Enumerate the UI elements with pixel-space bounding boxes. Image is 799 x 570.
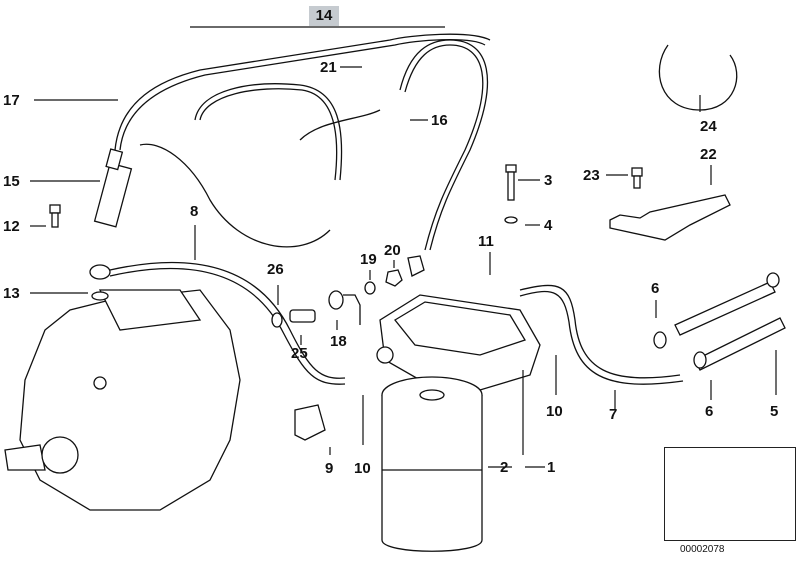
part-label-9[interactable]: 9 bbox=[325, 460, 334, 477]
part-label-3[interactable]: 3 bbox=[544, 172, 553, 189]
bracket bbox=[609, 167, 731, 241]
part-label-11[interactable]: 11 bbox=[478, 233, 494, 250]
part-label-15[interactable]: 15 bbox=[3, 173, 20, 190]
part-label-10-left[interactable]: 10 bbox=[354, 460, 371, 477]
fuel-filter-cartridge bbox=[381, 376, 483, 552]
part-label-22[interactable]: 22 bbox=[700, 146, 717, 163]
part-label-20[interactable]: 20 bbox=[384, 242, 401, 259]
part-label-6-upper[interactable]: 6 bbox=[651, 280, 660, 297]
banjo-bolt bbox=[49, 204, 111, 301]
clamp-clip bbox=[294, 404, 326, 441]
injection-lines bbox=[114, 33, 491, 251]
part-label-18[interactable]: 18 bbox=[330, 333, 347, 350]
part-label-1[interactable]: 1 bbox=[547, 459, 556, 476]
part-label-10-right[interactable]: 10 bbox=[546, 403, 563, 420]
leak-off-line bbox=[109, 261, 346, 379]
part-label-6-lower[interactable]: 6 bbox=[705, 403, 714, 420]
fuel-filter-housing bbox=[376, 294, 541, 391]
part-label-13[interactable]: 13 bbox=[3, 285, 20, 302]
return-line bbox=[519, 284, 681, 379]
vehicle-locator-inset bbox=[664, 447, 796, 541]
part-label-24[interactable]: 24 bbox=[700, 118, 717, 135]
fittings bbox=[271, 255, 425, 328]
hoses bbox=[653, 272, 786, 371]
part-label-12[interactable]: 12 bbox=[3, 218, 20, 235]
part-label-23[interactable]: 23 bbox=[583, 167, 600, 184]
leader-lines bbox=[30, 66, 777, 468]
part-label-17[interactable]: 17 bbox=[3, 92, 20, 109]
part-label-8[interactable]: 8 bbox=[190, 203, 199, 220]
part-label-16[interactable]: 16 bbox=[431, 112, 448, 129]
part-label-7[interactable]: 7 bbox=[609, 406, 618, 423]
part-label-21[interactable]: 21 bbox=[320, 59, 337, 76]
part-label-5[interactable]: 5 bbox=[770, 403, 779, 420]
part-label-26[interactable]: 26 bbox=[267, 261, 284, 278]
diagram-title-number: 14 bbox=[309, 6, 339, 26]
injection-pump bbox=[4, 289, 241, 511]
part-label-2[interactable]: 2 bbox=[500, 459, 509, 476]
injector bbox=[93, 148, 133, 228]
part-label-19[interactable]: 19 bbox=[360, 251, 377, 268]
part-label-4[interactable]: 4 bbox=[544, 217, 553, 234]
image-code: 00002078 bbox=[680, 544, 725, 555]
circlip bbox=[658, 44, 738, 111]
bolt-washer bbox=[504, 164, 518, 224]
part-label-25[interactable]: 25 bbox=[291, 345, 308, 362]
